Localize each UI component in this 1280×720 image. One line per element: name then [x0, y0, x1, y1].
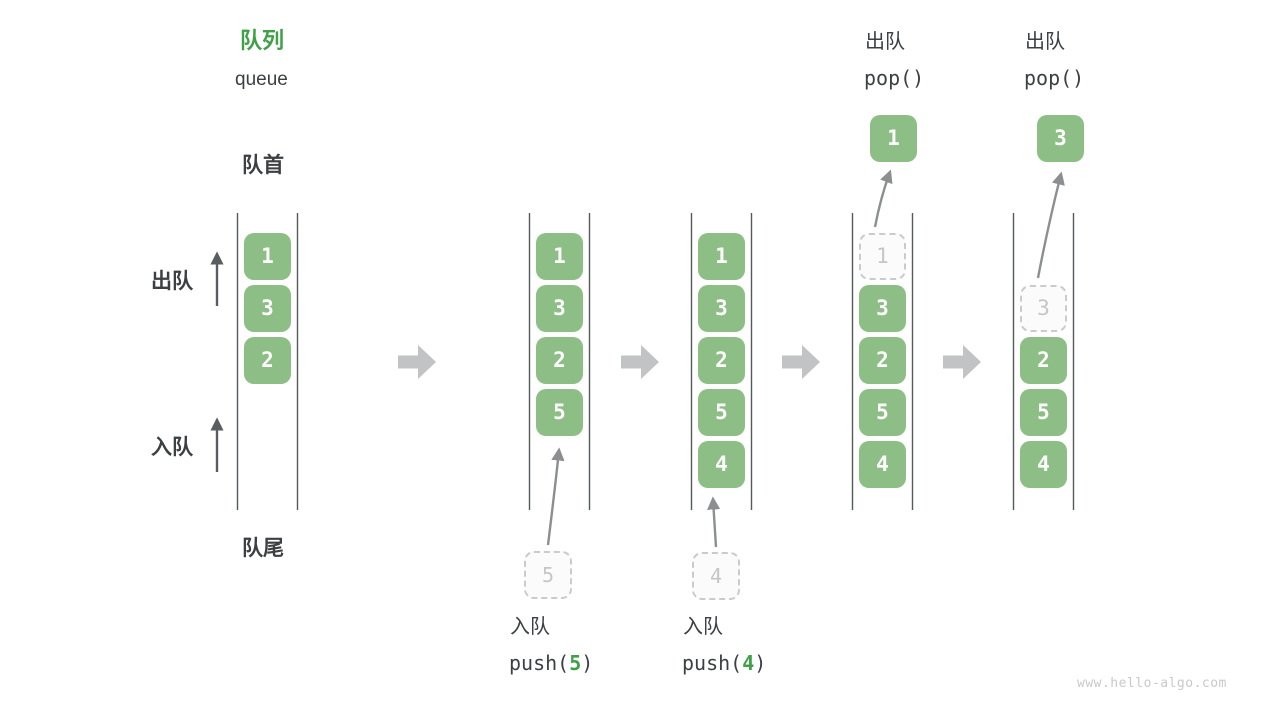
state2-cell: 3 [536, 285, 583, 332]
state3-cell: 5 [698, 389, 745, 436]
push5-paren-text: ) [581, 651, 594, 675]
pop1-call-label: pop() [864, 66, 925, 90]
push5-op-label-zh: 入队 [510, 616, 550, 638]
state4-cell: 3 [859, 285, 906, 332]
state5-cell: 4 [1020, 441, 1067, 488]
state1-cell: 2 [244, 337, 291, 384]
push4-fn-text: push( [682, 651, 743, 675]
push5-call-label: push(5) [509, 652, 593, 675]
push4-arrow [707, 496, 721, 548]
state2-incoming-ghost-cell: 5 [524, 551, 572, 599]
push4-arg-text: 4 [742, 651, 755, 675]
diagram-subtitle: queue [235, 69, 288, 90]
pop1-op-label-zh: 出队 [865, 31, 905, 53]
state4-cell: 4 [859, 441, 906, 488]
state3-cell: 2 [698, 337, 745, 384]
state3-incoming-ghost-cell: 4 [692, 552, 740, 600]
state4-cell: 5 [859, 389, 906, 436]
queue-front-label: 队首 [242, 154, 284, 177]
state5-cell: 2 [1020, 337, 1067, 384]
push5-fn-text: push( [509, 651, 570, 675]
pop1-arrow [873, 169, 893, 228]
state3-cell: 1 [698, 233, 745, 280]
state2-cell: 1 [536, 233, 583, 280]
push4-op-label-zh: 入队 [683, 616, 723, 638]
state5-cell: 5 [1020, 389, 1067, 436]
state2-cell: 2 [536, 337, 583, 384]
next-state-arrow-icon [782, 345, 820, 379]
state3-cell: 4 [698, 441, 745, 488]
state4-popped-value-box: 1 [870, 115, 917, 162]
pop2-call-label: pop() [1024, 66, 1085, 90]
watermark: www.hello-algo.com [1077, 676, 1227, 691]
state5-dequeued-ghost-cell: 3 [1020, 285, 1067, 332]
dequeue-side-label: 出队 [151, 270, 193, 293]
state4-dequeued-ghost-cell: 1 [859, 233, 906, 280]
push5-arrow [546, 447, 565, 546]
next-state-arrow-icon [398, 345, 436, 379]
push4-paren-text: ) [754, 651, 767, 675]
state2-cell: 5 [536, 389, 583, 436]
queue-rails [236, 213, 1075, 510]
state3-cell: 3 [698, 285, 745, 332]
state5-popped-value-box: 3 [1037, 115, 1084, 162]
next-state-arrow-icon [943, 345, 981, 379]
push5-arg-text: 5 [569, 651, 582, 675]
enqueue-side-label: 入队 [151, 436, 193, 459]
state1-cell: 3 [244, 285, 291, 332]
pop2-arrow [1036, 171, 1065, 279]
queue-rear-label: 队尾 [242, 537, 284, 560]
state4-cell: 2 [859, 337, 906, 384]
pop2-op-label-zh: 出队 [1025, 31, 1065, 53]
state-transition-arrows [398, 345, 981, 379]
state1-cell: 1 [244, 233, 291, 280]
push4-call-label: push(4) [682, 652, 766, 675]
next-state-arrow-icon [621, 345, 659, 379]
diagram-title: 队列 [240, 28, 285, 53]
